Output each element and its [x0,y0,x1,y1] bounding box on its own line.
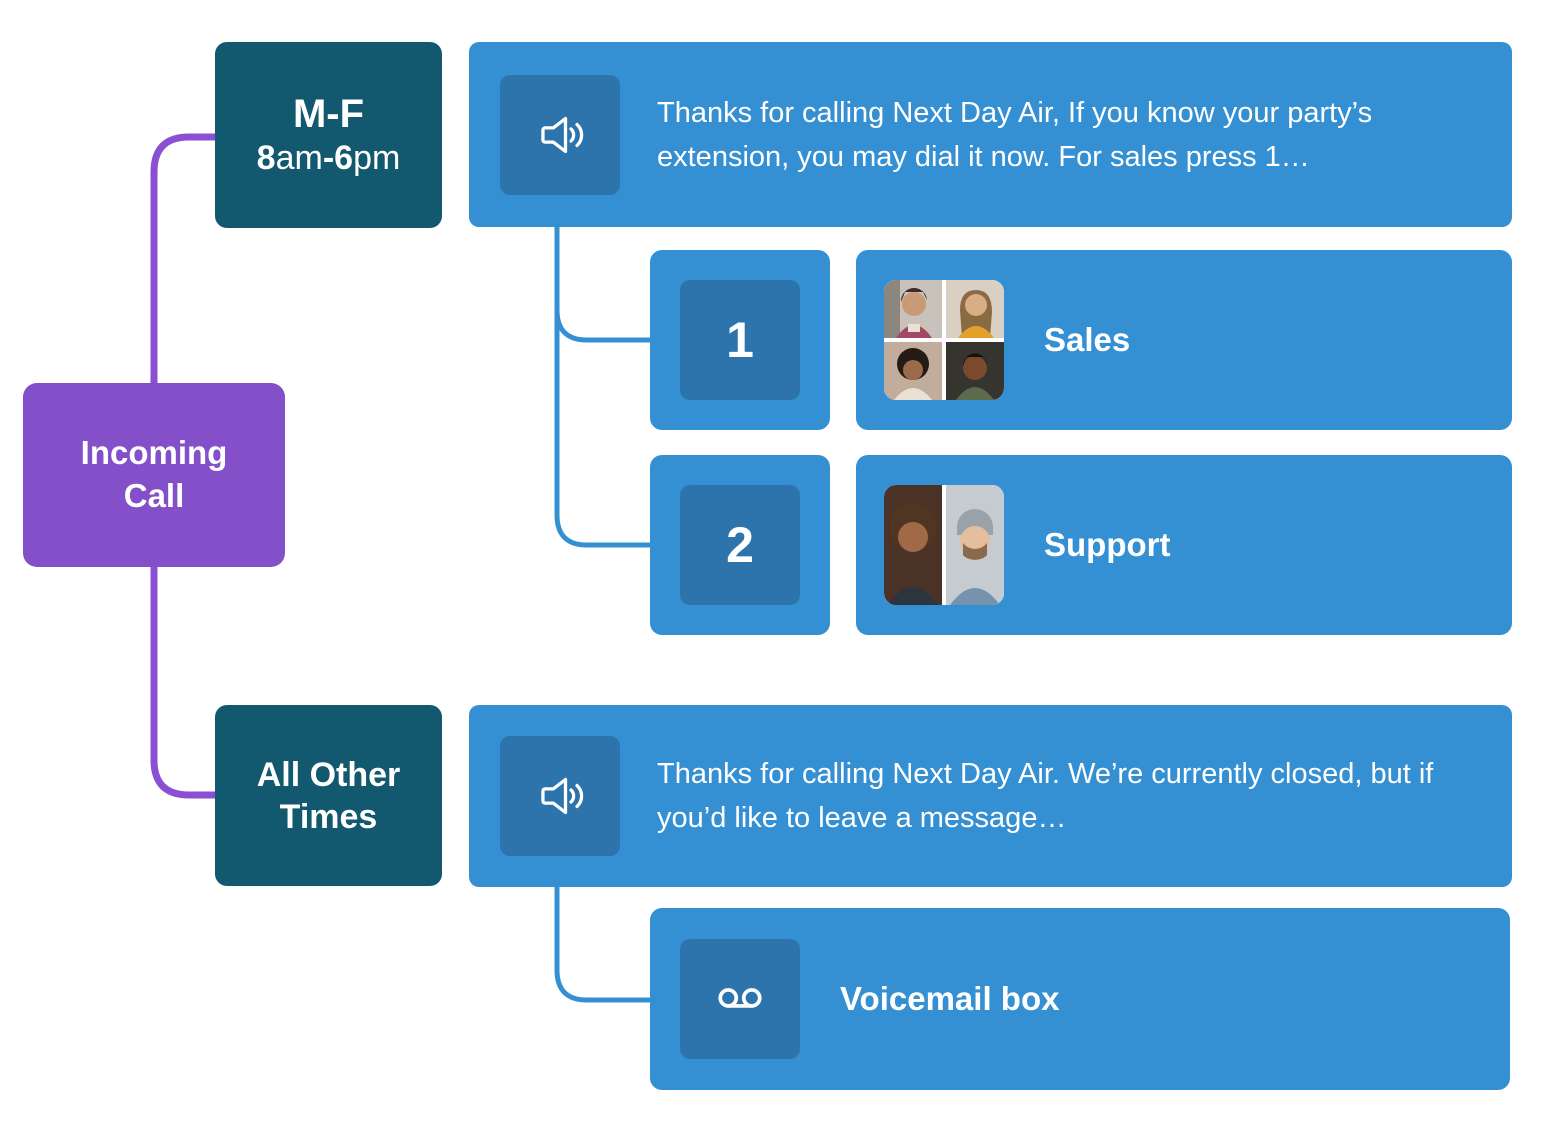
after-hours-label: All Other Times [256,755,401,836]
voicemail-icon [718,988,762,1008]
weekday-hours-label: 8am-6pm [257,137,401,179]
sales-team-photo [884,280,1004,400]
closed-greeting-text: Thanks for calling Next Day Air. We’re c… [657,758,1434,834]
support-team-collage [884,485,1004,605]
connector-greeting-to-option-1 [554,307,655,343]
incoming-call-label: Incoming Call [80,434,228,514]
voicemail-label: Voicemail box [840,980,1060,1017]
connector-greeting-to-option-2 [554,221,655,548]
weekday-days-label: M-F [292,92,365,136]
sales-label: Sales [1044,321,1131,358]
hours-dash: - [322,139,335,177]
speaker-icon-tile [500,75,620,195]
support-team-photo [884,485,1004,605]
hours-end-suffix: pm [353,139,401,177]
sales-team-collage [884,280,1004,400]
after-hours-node: All Other Times [215,705,442,886]
connector-closed-greeting-to-voicemail [554,882,655,1003]
speaker-icon-tile [500,736,620,856]
speaker-icon [541,116,584,154]
weekday-hours-node: M-F 8am-6pm [215,42,442,228]
option-1-key: 1 [680,280,800,400]
option-2-key: 2 [680,485,800,605]
voicemail-icon-tile [680,939,800,1059]
speaker-icon [541,777,584,815]
hours-end-number: 6 [334,139,354,177]
hours-start-number: 8 [256,139,276,177]
support-destination-node: Support [856,455,1512,635]
sales-destination-node: Sales [856,250,1512,430]
connector-incoming-to-weekday [150,133,221,397]
open-greeting-text: Thanks for calling Next Day Air, If you … [657,96,1373,173]
open-greeting-node: Thanks for calling Next Day Air, If you … [469,42,1512,227]
voicemail-node: Voicemail box [650,908,1510,1090]
incoming-call-node: Incoming Call [23,383,285,567]
hours-start-suffix: am [275,139,323,177]
option-2-key-node: 2 [650,455,830,635]
closed-greeting-node: Thanks for calling Next Day Air. We’re c… [469,705,1512,887]
option-1-key-node: 1 [650,250,830,430]
connector-incoming-to-afterhours [150,556,221,799]
support-label: Support [1044,526,1171,563]
